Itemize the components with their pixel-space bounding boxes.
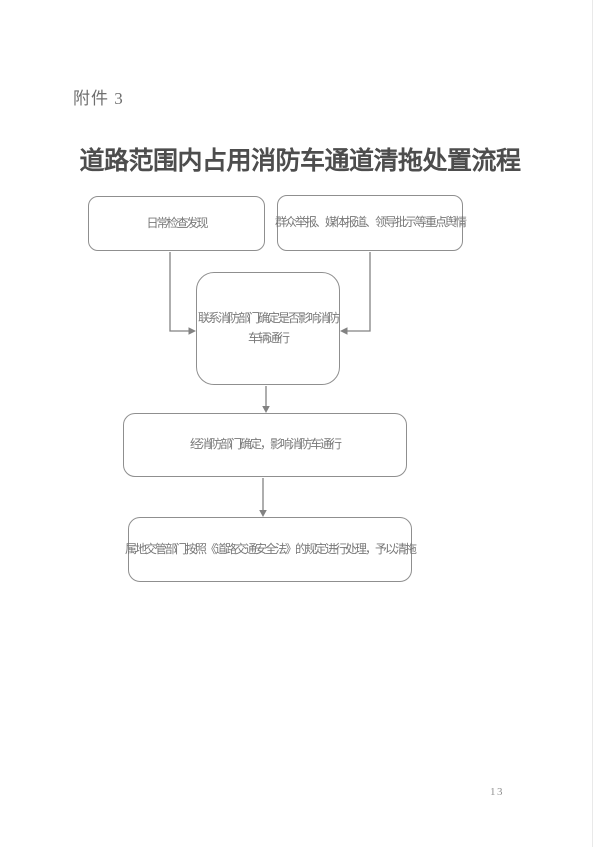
connector-daily-to-contact: [169, 252, 189, 332]
flow-box-contact-fire-dept: 联系消防部门确定是否影响消防车辆通行: [196, 272, 340, 385]
flow-box-fire-dept-confirmed: 经消防部门确定，影响消防车通行: [123, 413, 407, 477]
flow-box-public-reports: 群众举报、媒体报道、领导批示等重点舆情: [275, 195, 467, 251]
page-number: 13: [490, 786, 504, 798]
connector-reports-to-contact: [347, 252, 371, 332]
arrowhead-left-into-contact: [340, 327, 348, 335]
arrowhead-down-into-confirmed: [262, 406, 270, 413]
scan-edge-line: [592, 0, 593, 847]
arrowhead-down-into-handle: [259, 510, 267, 517]
flow-box-daily-inspection: 日常检查发现: [88, 196, 265, 251]
attachment-label: 附件 3: [73, 89, 124, 108]
arrowhead-right-into-contact: [188, 327, 196, 335]
flow-box-traffic-dept-handle: 属地交管部门按照《道路交通安全法》的规定进行处理，予以清拖: [125, 517, 417, 582]
page-title: 道路范围内占用消防车通道清拖处置流程: [79, 148, 521, 175]
